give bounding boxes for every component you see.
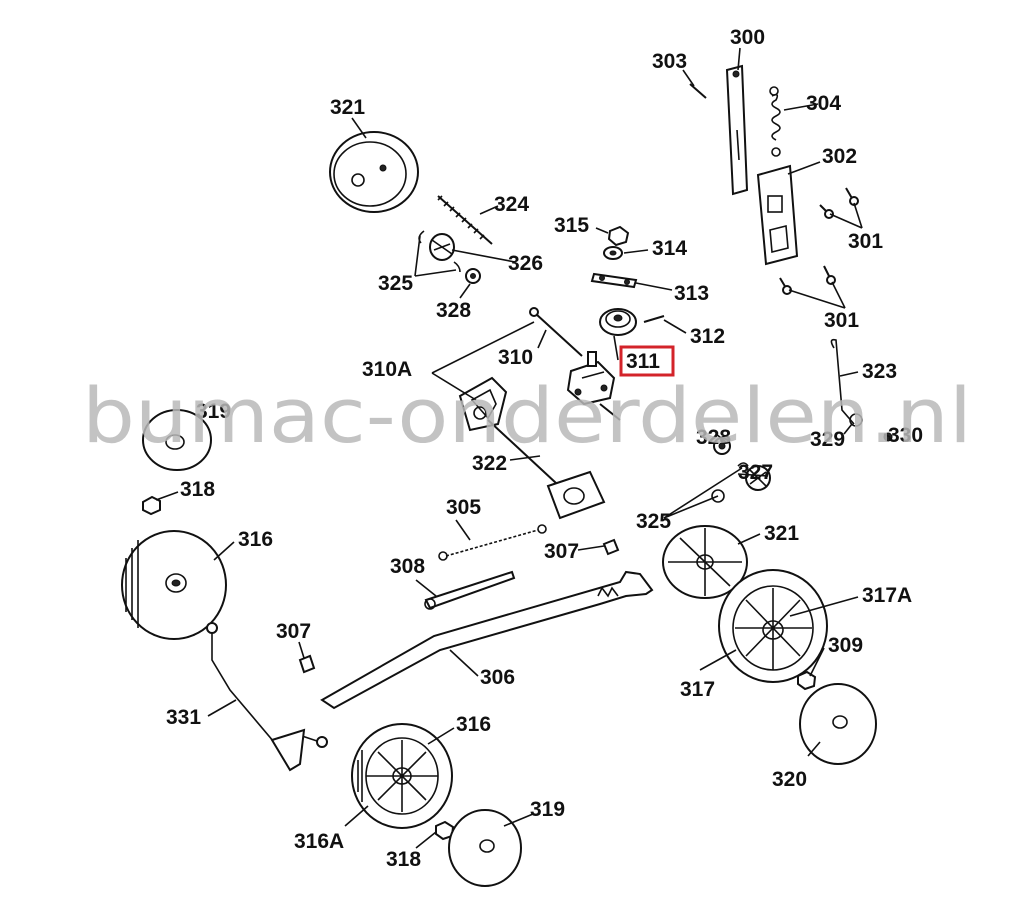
part-316-wheel-left — [121, 530, 227, 640]
part-labels: 300 303 304 302 301 301 321 324 315 314 … — [166, 26, 923, 871]
part-331-lever — [206, 622, 328, 772]
label-302: 302 — [822, 145, 857, 168]
label-309: 309 — [828, 634, 863, 657]
part-gearbox — [566, 351, 616, 406]
label-329: 329 — [810, 428, 845, 451]
part-306-height-bar — [320, 570, 654, 710]
part-317-wheel-right — [718, 569, 828, 683]
part-325-clips-mid — [711, 462, 749, 503]
label-300: 300 — [730, 26, 765, 49]
part-319-hubcap-bottom — [448, 809, 522, 887]
label-316-left: 316 — [238, 528, 273, 551]
label-314: 314 — [652, 237, 687, 260]
part-324-threaded-rod — [437, 195, 493, 245]
part-315-nut — [607, 225, 630, 247]
label-318-left: 318 — [180, 478, 215, 501]
label-312: 312 — [690, 325, 725, 348]
part-311-pulley — [599, 308, 637, 336]
part-327-gear — [745, 465, 771, 491]
part-307-clip-mid — [602, 538, 620, 556]
label-308: 308 — [390, 555, 425, 578]
part-307-clip-left — [298, 654, 316, 674]
label-324: 324 — [494, 193, 529, 216]
part-300-bar — [725, 64, 749, 196]
leader-lines — [155, 47, 891, 849]
label-322: 322 — [472, 452, 507, 475]
highlight-box-311 — [619, 345, 675, 377]
label-313: 313 — [674, 282, 709, 305]
label-328-top: 328 — [436, 299, 471, 322]
label-330: 330 — [888, 424, 923, 447]
label-323: 323 — [862, 360, 897, 383]
part-328-washer-top — [465, 268, 481, 284]
label-316a: 316A — [294, 830, 344, 853]
label-325-mid: 325 — [636, 510, 671, 533]
label-311: 311 — [626, 350, 660, 373]
part-313-link — [590, 272, 638, 289]
part-305-spring — [438, 524, 547, 561]
part-319-hubcap-left — [142, 409, 212, 471]
label-327: 327 — [738, 461, 773, 484]
part-312-key — [643, 315, 665, 323]
label-316-bottom: 316 — [456, 713, 491, 736]
part-310a-bracket — [458, 376, 508, 432]
label-318-bottom: 318 — [386, 848, 421, 871]
label-317: 317 — [680, 678, 715, 701]
label-310a: 310A — [362, 358, 412, 381]
label-315: 315 — [554, 214, 589, 237]
part-316-wheel-bottom — [351, 723, 453, 829]
label-326: 326 — [508, 252, 543, 275]
part-326-gear — [429, 233, 455, 261]
label-321-top: 321 — [330, 96, 365, 119]
part-303-pin — [689, 83, 707, 99]
label-319-left: 319 — [196, 400, 231, 423]
part-302-plate — [756, 164, 799, 266]
part-304-spring — [769, 86, 781, 157]
watermark-text: bumac-onderdelen.nl — [82, 371, 972, 460]
label-328-mid: 328 — [696, 426, 731, 449]
label-304: 304 — [806, 92, 841, 115]
part-321-hubcap-top — [329, 131, 419, 213]
label-319-bottom: 319 — [530, 798, 565, 821]
label-307-mid: 307 — [544, 540, 579, 563]
label-310: 310 — [498, 346, 533, 369]
label-306: 306 — [480, 666, 515, 689]
label-307-left: 307 — [276, 620, 311, 643]
part-309-nut — [797, 670, 817, 691]
part-318-nut-left — [142, 495, 161, 516]
part-gearbox-plate — [546, 470, 606, 520]
label-317a: 317A — [862, 584, 912, 607]
label-301-a: 301 — [848, 230, 883, 253]
part-310-shaft — [529, 307, 583, 357]
part-323-rod — [830, 338, 855, 425]
part-308-link — [424, 570, 516, 610]
part-314-washer — [603, 246, 623, 260]
label-305: 305 — [446, 496, 481, 519]
label-325-top: 325 — [378, 272, 413, 295]
part-321-hub-right — [662, 525, 748, 599]
label-303: 303 — [652, 50, 687, 73]
label-301-b: 301 — [824, 309, 859, 332]
label-321-right: 321 — [764, 522, 799, 545]
label-331: 331 — [166, 706, 201, 729]
part-329-clip — [849, 413, 863, 427]
label-320: 320 — [772, 768, 807, 791]
